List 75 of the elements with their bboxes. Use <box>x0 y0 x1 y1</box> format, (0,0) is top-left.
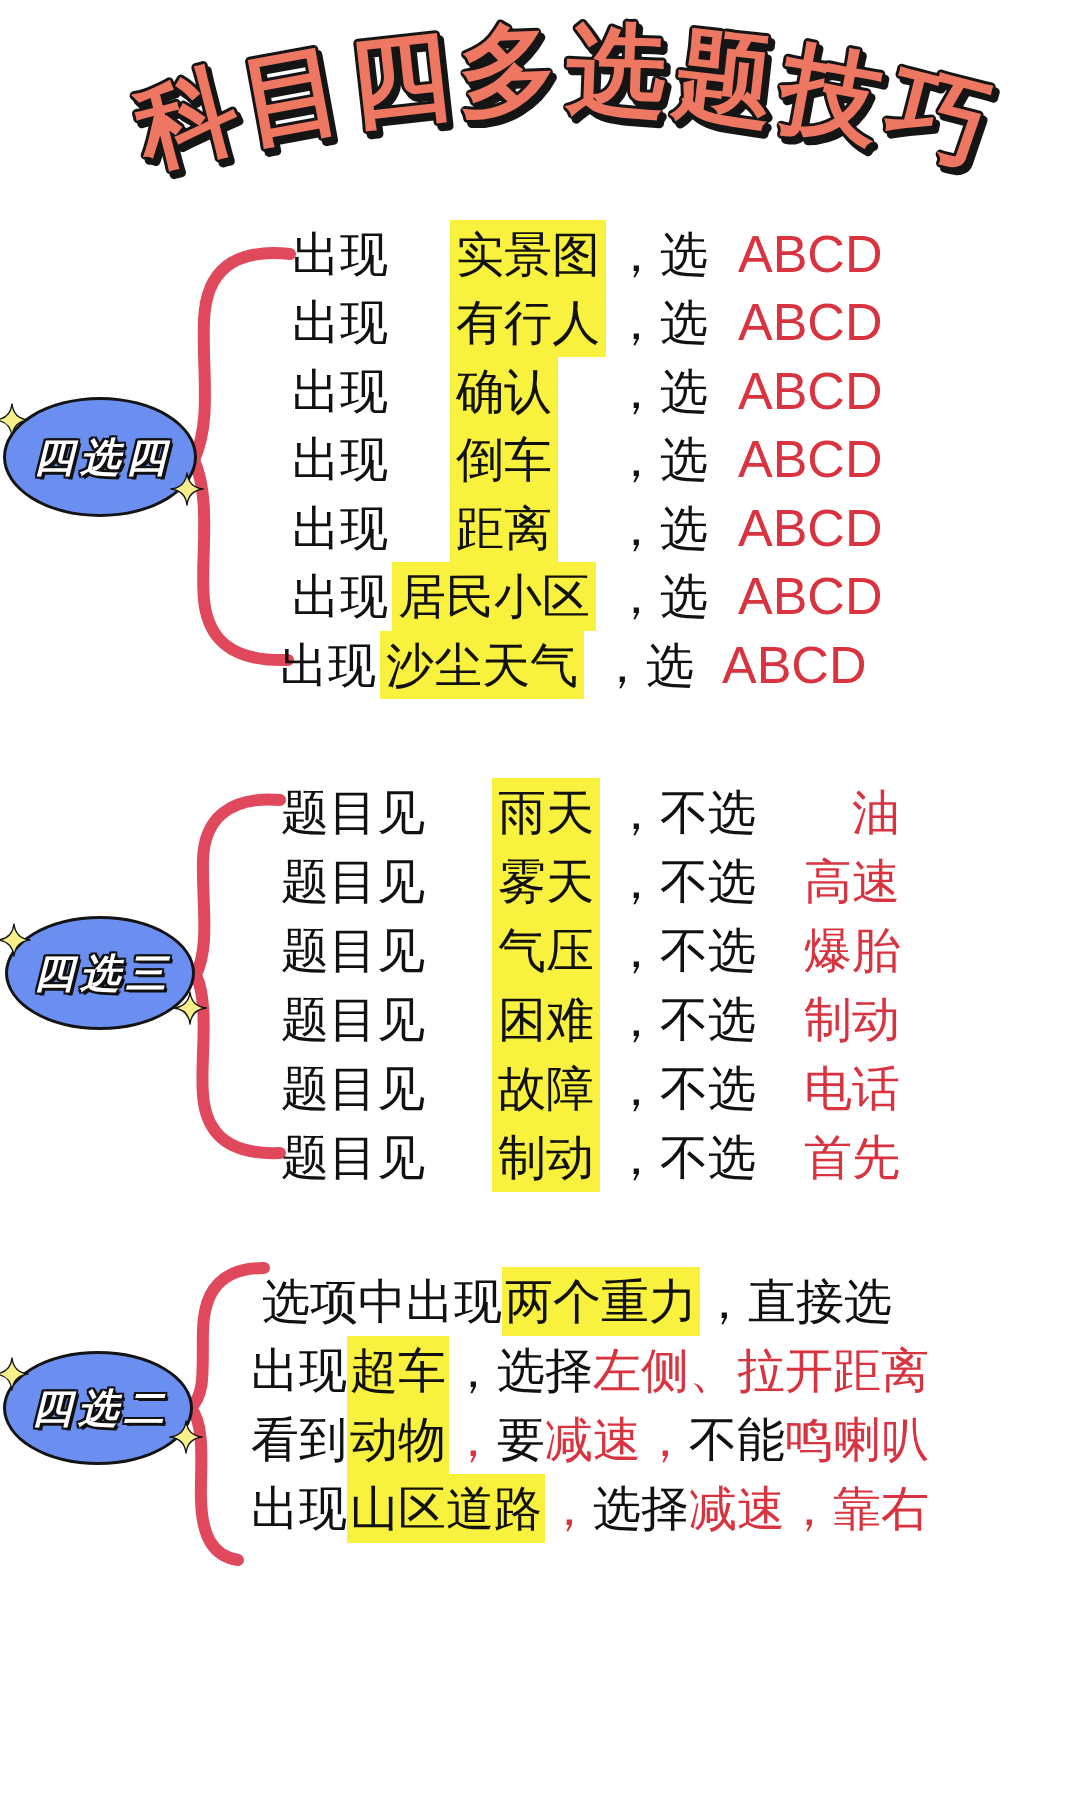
highlighted-keyword: 山区道路 <box>347 1473 545 1543</box>
answer-text: 高速 <box>804 851 900 911</box>
tip-text: 看到 <box>251 1409 347 1469</box>
tip-text: ，选 <box>612 498 708 558</box>
emphasis-text: 鸣喇叭 <box>785 1409 929 1469</box>
tip-text: ，选 <box>612 361 708 421</box>
highlighted-keyword: 实景图 <box>450 219 606 289</box>
emphasis-text: 减速，靠右 <box>689 1478 929 1538</box>
tip-text: 出现 <box>292 498 388 558</box>
emphasis-text: ， <box>545 1478 593 1538</box>
tip-text: 题目见 <box>281 851 425 911</box>
emphasis-text: ， <box>449 1409 497 1469</box>
highlighted-keyword: 居民小区 <box>392 562 596 631</box>
highlighted-keyword: 倒车 <box>450 425 558 494</box>
answer-text: 首先 <box>804 1127 900 1187</box>
title: 科目四多选题技巧 <box>123 10 1007 188</box>
tip-text: 题目见 <box>281 989 425 1049</box>
highlighted-keyword: 有行人 <box>450 288 606 357</box>
tip-text: ，选 <box>612 293 708 353</box>
tip-text: ，选 <box>612 430 708 490</box>
tip-text: 出现 <box>251 1478 347 1538</box>
tip-text: 出现 <box>292 361 388 421</box>
tip-text: ，选择 <box>449 1340 593 1400</box>
answer-text: ABCD <box>738 223 883 285</box>
tip-text: 出现 <box>292 224 388 284</box>
tip-text: ，不选 <box>612 1127 756 1187</box>
answer-text: ABCD <box>738 497 883 559</box>
highlighted-keyword: 雨天 <box>492 777 600 847</box>
tip-text: 出现 <box>292 430 388 490</box>
tip-text: 选项中出现 <box>262 1271 502 1331</box>
tip-text: 题目见 <box>281 1127 425 1187</box>
tip-text: 选择 <box>593 1478 689 1538</box>
highlighted-keyword: 故障 <box>492 1053 600 1123</box>
tip-text: 题目见 <box>281 1058 425 1118</box>
answer-text: 电话 <box>804 1058 900 1118</box>
highlighted-keyword: 困难 <box>492 984 600 1054</box>
answer-text: ABCD <box>722 634 867 696</box>
highlighted-keyword: 沙尘天气 <box>380 630 584 700</box>
highlighted-keyword: 雾天 <box>492 846 600 916</box>
tip-text: 题目见 <box>281 782 425 842</box>
highlighted-keyword: 超车 <box>347 1335 449 1405</box>
oval-label: 四选三 <box>33 950 172 996</box>
highlighted-keyword: 两个重力 <box>502 1266 700 1336</box>
tip-text: ，选 <box>598 635 694 695</box>
tip-text: 出现 <box>292 293 388 353</box>
answer-text: ABCD <box>738 360 883 422</box>
tip-text: ，不选 <box>612 851 756 911</box>
highlighted-keyword: 动物 <box>347 1404 449 1474</box>
answer-text: ABCD <box>738 429 883 491</box>
tip-text: 不能 <box>689 1409 785 1469</box>
tip-text: ，不选 <box>612 920 756 980</box>
emphasis-text: 左侧、拉开距离 <box>593 1340 929 1400</box>
tip-text: 出现 <box>292 567 388 627</box>
highlighted-keyword: 气压 <box>492 915 600 985</box>
highlighted-keyword: 距离 <box>450 493 558 563</box>
tip-text: 出现 <box>251 1340 347 1400</box>
highlighted-keyword: 确认 <box>450 356 558 426</box>
tip-text: ，选 <box>612 567 708 627</box>
emphasis-text: 减速， <box>545 1409 689 1469</box>
answer-text: ABCD <box>738 566 883 628</box>
answer-text: 爆胎 <box>804 920 900 980</box>
answer-text: ABCD <box>738 292 883 354</box>
highlighted-keyword: 制动 <box>492 1122 600 1192</box>
tip-text: ，选 <box>612 224 708 284</box>
oval-label: 四选二 <box>31 1385 170 1431</box>
answer-text: 油 <box>852 782 900 842</box>
tip-text: ，不选 <box>612 782 756 842</box>
tip-text: ，不选 <box>612 1058 756 1118</box>
tip-text: 题目见 <box>281 920 425 980</box>
oval-label: 四选四 <box>33 434 172 480</box>
tip-text: 要 <box>497 1409 545 1469</box>
answer-text: 制动 <box>804 989 900 1049</box>
tip-text: ，直接选 <box>700 1271 892 1331</box>
tip-text: 出现 <box>280 635 376 695</box>
tip-text: ，不选 <box>612 989 756 1049</box>
